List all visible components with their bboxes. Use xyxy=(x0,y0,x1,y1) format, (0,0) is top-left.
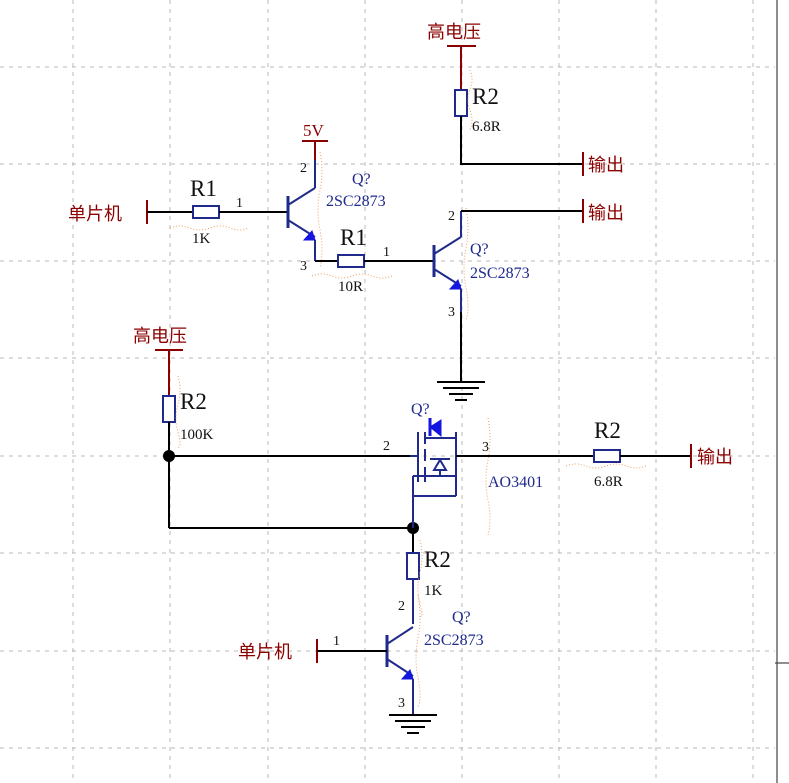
r-top-ref: R2 xyxy=(472,84,499,109)
q4-pin-1: 1 xyxy=(333,634,340,649)
q1-part: 2SC2873 xyxy=(326,193,386,210)
output-port-3: 输出 xyxy=(690,444,733,468)
transistor-q4: 2 3 Q? 2SC2873 xyxy=(385,579,484,715)
resistor-r-top: R2 6.8R xyxy=(454,69,501,135)
transistor-q2: 2 3 Q? 2SC2873 xyxy=(432,207,530,321)
mosfet-ao3401: Q? AO3401 3 xyxy=(410,401,543,536)
q4-ref: Q? xyxy=(452,609,471,626)
r-out-ref: R2 xyxy=(594,418,621,443)
mcu-bottom-label: 单片机 xyxy=(238,642,292,663)
r-top-value: 6.8R xyxy=(472,119,501,135)
q2-pin-3: 3 xyxy=(448,305,455,320)
resistor-r-base2: R1 10R xyxy=(311,225,393,295)
q1-pin-1: 1 xyxy=(236,196,243,211)
q1-pin-3: 3 xyxy=(300,259,307,274)
mosfet-part: AO3401 xyxy=(488,474,543,491)
q4-part: 2SC2873 xyxy=(424,632,484,649)
mcu-port-bottom: 单片机 xyxy=(238,639,318,663)
mosfet-pin-2: 2 xyxy=(383,439,390,454)
hv-top-port: 高电压 xyxy=(427,22,481,90)
sheet-border xyxy=(775,0,789,783)
output-port-1: 输出 xyxy=(582,152,624,176)
r-pullup-ref: R2 xyxy=(180,389,207,414)
hv-left-label: 高电压 xyxy=(133,326,187,347)
r-out-value: 6.8R xyxy=(594,474,623,490)
hv-left-port: 高电压 xyxy=(133,326,187,396)
q2-part: 2SC2873 xyxy=(470,265,530,282)
mosfet-pin-3: 3 xyxy=(482,440,489,455)
resistor-r-out: R2 6.8R xyxy=(565,418,647,490)
resistor-r-pullup: R2 100K xyxy=(162,375,214,449)
resistor-r-drain: R2 1K xyxy=(406,539,451,618)
q2-pin-2: 2 xyxy=(448,209,455,224)
mcu-top-label: 单片机 xyxy=(68,204,122,225)
q1-pin-2: 2 xyxy=(300,161,307,176)
mosfet-ref: Q? xyxy=(411,401,430,418)
mcu-port-top: 单片机 xyxy=(68,200,148,225)
ground-symbol-2 xyxy=(389,714,437,734)
r-pullup-value: 100K xyxy=(180,427,214,443)
r-drain-value: 1K xyxy=(424,583,443,599)
supply-5v: 5V xyxy=(302,121,328,160)
hv-top-label: 高电压 xyxy=(427,22,481,43)
q4-pin-3: 3 xyxy=(398,696,405,711)
output-1-label: 输出 xyxy=(588,155,624,176)
r-base2-value: 10R xyxy=(338,279,363,295)
r-base2-ref: R1 xyxy=(340,225,367,250)
output-3-label: 输出 xyxy=(697,447,733,468)
output-2-label: 输出 xyxy=(588,203,624,224)
r-base1-value: 1K xyxy=(192,231,211,247)
supply-5v-label: 5V xyxy=(303,121,325,140)
transistor-q1: 2 3 Q? 2SC2873 xyxy=(286,151,386,274)
q1-ref: Q? xyxy=(352,171,371,188)
r-drain-ref: R2 xyxy=(424,547,451,572)
output-port-2: 输出 xyxy=(582,199,624,224)
q2-pin-1: 1 xyxy=(383,245,390,260)
q2-ref: Q? xyxy=(470,241,489,258)
r-base1-ref: R1 xyxy=(190,176,217,201)
ground-symbol-1 xyxy=(437,381,485,401)
q4-pin-2: 2 xyxy=(398,599,405,614)
